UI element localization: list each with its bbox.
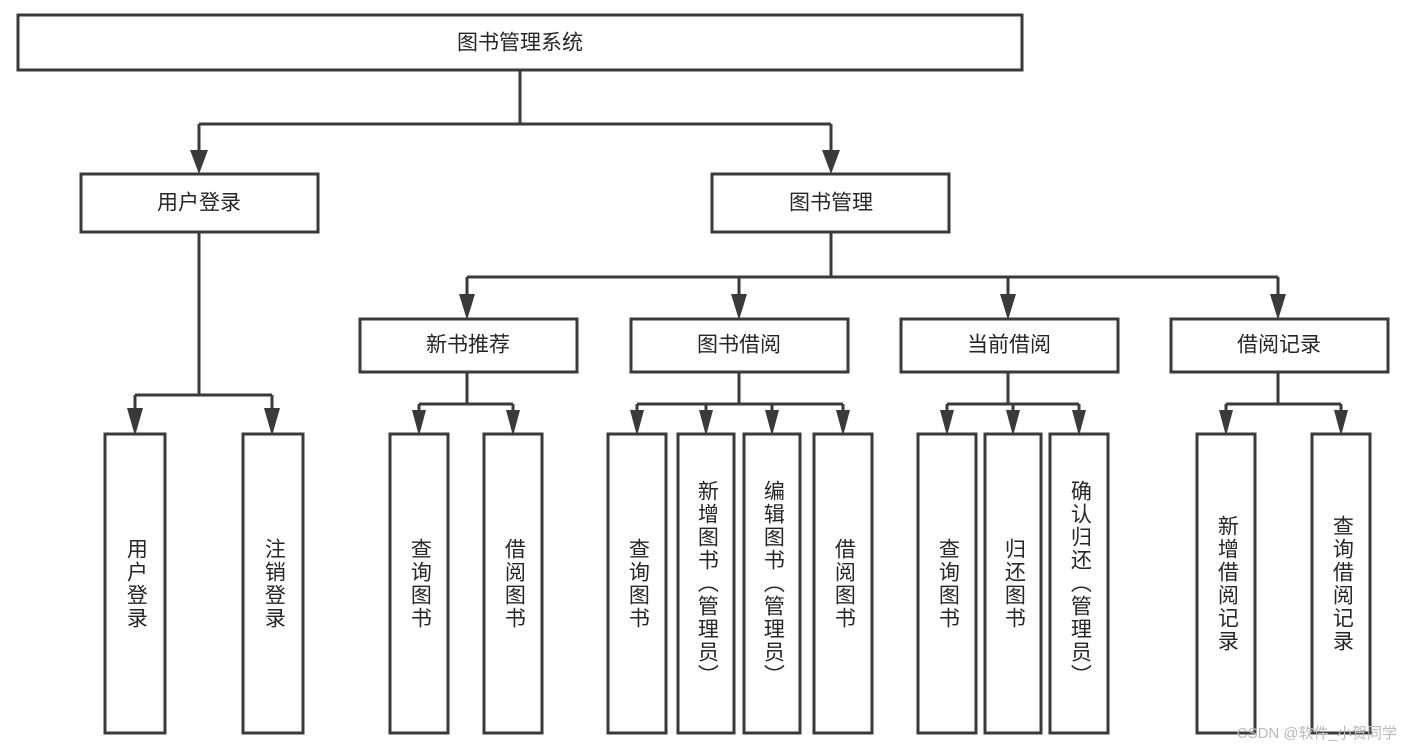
leaf-login-1-box[interactable] bbox=[103, 432, 167, 735]
arrow-head-borrow bbox=[731, 294, 747, 320]
arrow-head-login bbox=[190, 150, 208, 174]
arrow-head-leaf-login-1 bbox=[127, 408, 143, 436]
node-root[interactable]: 图书管理系统 bbox=[16, 13, 1024, 72]
connector-group bbox=[127, 70, 1348, 436]
arrow-head-leaf-borrow-1 bbox=[630, 410, 644, 436]
node-bookmgmt-label: 图书管理 bbox=[789, 192, 873, 215]
arrow-head-leaf-login-2 bbox=[264, 408, 280, 436]
node-current-label: 当前借阅 bbox=[967, 334, 1051, 357]
node-login-label: 用户登录 bbox=[157, 192, 241, 215]
arrow-head-bookmgmt bbox=[822, 150, 840, 174]
node-newbook-box[interactable] bbox=[358, 317, 579, 374]
leaf-current-2-box[interactable] bbox=[983, 432, 1043, 735]
arrow-head-leaf-current-2 bbox=[1006, 410, 1020, 436]
arrow-head-leaf-borrow-3 bbox=[765, 410, 779, 436]
node-record-box[interactable] bbox=[1169, 317, 1390, 374]
leaf-newbook-2-box[interactable] bbox=[482, 432, 544, 735]
leaf-borrow-3-box[interactable] bbox=[742, 432, 802, 735]
node-root-label: 图书管理系统 bbox=[457, 32, 583, 55]
leaf-current-1-box[interactable] bbox=[916, 432, 978, 735]
arrow-head-record bbox=[1270, 294, 1286, 320]
arrow-head-leaf-newbook-2 bbox=[506, 410, 520, 436]
node-borrow-box[interactable] bbox=[629, 317, 850, 374]
arrow-head-leaf-record-2 bbox=[1334, 410, 1348, 436]
leaf-borrow-2-box[interactable] bbox=[676, 432, 736, 735]
node-newbook-label: 新书推荐 bbox=[426, 334, 510, 357]
arrow-head-leaf-current-3 bbox=[1072, 410, 1086, 436]
node-login-box[interactable] bbox=[79, 172, 320, 234]
node-record[interactable]: 借阅记录 bbox=[1169, 317, 1390, 374]
node-borrow[interactable]: 图书借阅 bbox=[629, 317, 850, 374]
node-login[interactable]: 用户登录 bbox=[79, 172, 320, 234]
node-root-box[interactable] bbox=[16, 13, 1024, 72]
node-current-box[interactable] bbox=[899, 317, 1120, 374]
arrow-head-leaf-borrow-4 bbox=[836, 410, 850, 436]
leaf-login-2-box[interactable] bbox=[241, 432, 305, 735]
arrow-head-leaf-record-1 bbox=[1219, 410, 1233, 436]
arrow-head-leaf-newbook-1 bbox=[412, 410, 426, 436]
arrow-head-leaf-borrow-2 bbox=[699, 410, 713, 436]
csdn-watermark: CSDN @软件_小贺同学 bbox=[1236, 725, 1397, 742]
leaf-borrow-4-box[interactable] bbox=[812, 432, 874, 735]
leaf-record-2-box[interactable] bbox=[1310, 432, 1372, 735]
node-bookmgmt[interactable]: 图书管理 bbox=[710, 172, 951, 234]
node-borrow-label: 图书借阅 bbox=[697, 334, 781, 357]
leaf-newbook-1-box[interactable] bbox=[388, 432, 450, 735]
node-bookmgmt-box[interactable] bbox=[710, 172, 951, 234]
leaf-borrow-1-box[interactable] bbox=[606, 432, 668, 735]
node-newbook[interactable]: 新书推荐 bbox=[358, 317, 579, 374]
leaf-record-1-box[interactable] bbox=[1195, 432, 1257, 735]
arrow-head-current bbox=[1000, 294, 1016, 320]
leaf-current-3-box[interactable] bbox=[1048, 432, 1110, 735]
node-record-label: 借阅记录 bbox=[1237, 334, 1321, 357]
arrow-head-newbook bbox=[459, 294, 475, 320]
node-current[interactable]: 当前借阅 bbox=[899, 317, 1120, 374]
arrow-head-leaf-current-1 bbox=[940, 410, 954, 436]
